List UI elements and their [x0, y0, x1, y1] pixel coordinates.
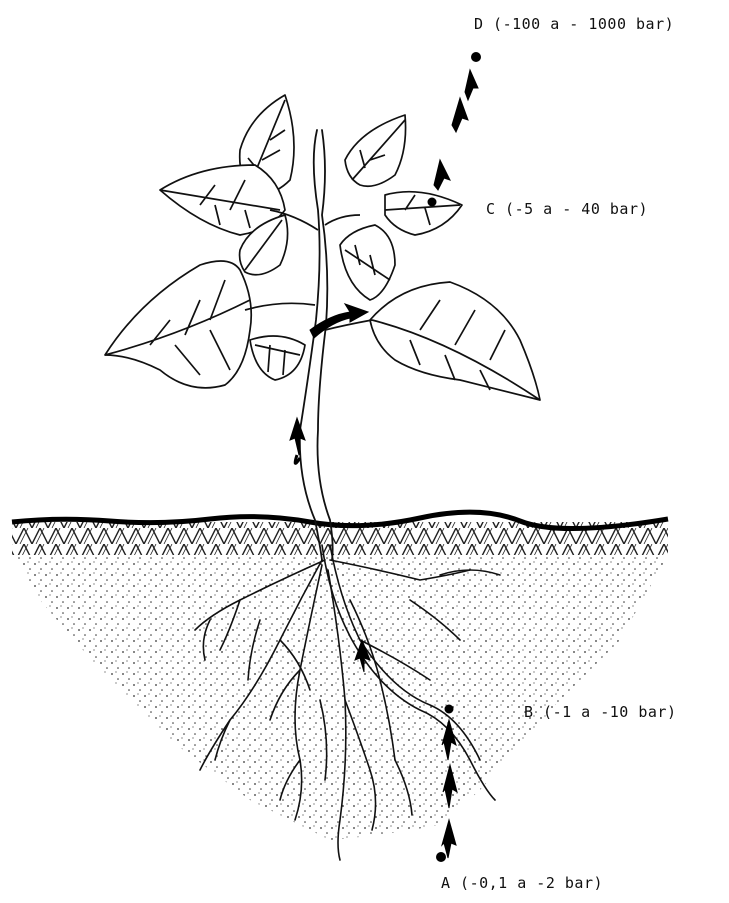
- arrow-up-icon: [465, 70, 478, 100]
- label-point-d: D (-100 a - 1000 bar): [474, 15, 674, 33]
- arrow-up-icon: [290, 418, 305, 455]
- label-point-a: A (-0,1 a -2 bar): [441, 874, 603, 892]
- leaf: [370, 282, 540, 400]
- arrow-up-icon: [442, 820, 456, 858]
- leaf: [340, 225, 395, 300]
- arrow-up-icon: [452, 98, 468, 132]
- point-a: [436, 852, 446, 862]
- label-point-b: B (-1 a -10 bar): [524, 703, 677, 721]
- arrow-up-icon: [434, 160, 450, 190]
- point-c: [428, 198, 437, 207]
- point-b: [445, 705, 454, 714]
- label-point-c: C (-5 a - 40 bar): [486, 200, 648, 218]
- point-d: [471, 52, 481, 62]
- leaf: [250, 336, 305, 380]
- soil-dotted-region: [15, 555, 668, 840]
- arrow-right-icon: [310, 304, 368, 338]
- leaf: [345, 115, 406, 186]
- leaf: [385, 192, 462, 235]
